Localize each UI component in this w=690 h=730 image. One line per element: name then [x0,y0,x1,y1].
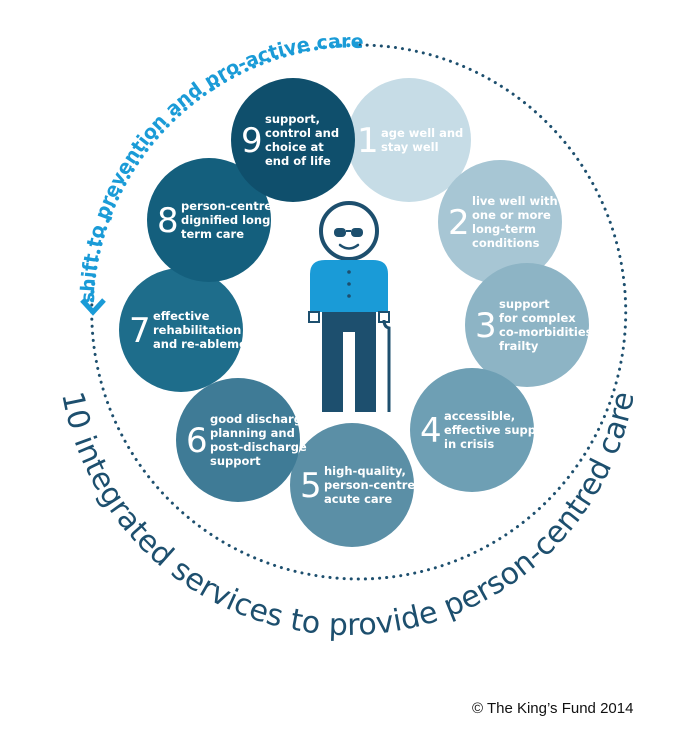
service-label-line: frailty [499,339,539,353]
service-label-line: conditions [472,236,540,250]
service-number: 6 [186,421,208,461]
service-label-line: person-centred, [181,199,285,213]
service-label-line: support, [265,112,320,126]
elderly-person-icon [308,201,391,412]
service-circle-shape [347,78,471,202]
service-label-line: and re-ablement [153,337,261,351]
service-label-line: choice at [265,140,324,154]
service-number: 1 [357,121,379,161]
service-label-line: dignified long- [181,213,275,227]
service-circle-shape [119,268,243,392]
service-number: 5 [300,466,322,506]
service-number: 2 [448,203,470,243]
service-circle-shape [290,423,414,547]
service-circle-shape [438,160,562,284]
service-label-line: rehabilitation [153,323,241,337]
service-label-line: support [499,297,550,311]
service-label-line: good discharge [210,412,310,426]
service-label-line: stay well [381,140,439,154]
service-label-line: for complex [499,311,576,325]
service-circle-shape [147,158,271,282]
service-label-line: acute care [324,492,392,506]
service-label-line: in crisis [444,437,494,451]
service-circle-shape [231,78,355,202]
dotted-ring [90,43,628,581]
service-label-line: effective [153,309,210,323]
service-circle-shape [176,378,300,502]
prevention-arrow-icon [80,298,106,316]
service-label-line: end of life [265,154,331,168]
service-number: 4 [420,411,442,451]
service-label-line: term care [181,227,244,241]
service-number: 8 [157,201,179,241]
service-label-line: support [210,454,261,468]
service-number: 3 [475,306,497,346]
service-label-line: co-morbidities/ [499,325,597,339]
service-number: 9 [241,121,263,161]
service-label-line: long-term [472,222,536,236]
service-label-line: effective support [444,423,556,437]
service-label-line: one or more [472,208,551,222]
copyright-notice: © The King’s Fund 2014 [472,700,634,717]
service-label-line: live well with [472,194,558,208]
service-label-line: person-centred [324,478,423,492]
service-label-line: age well and [381,126,463,140]
service-label-line: accessible, [444,409,515,423]
service-number: 7 [129,311,151,351]
service-label-line: control and [265,126,339,140]
service-circle-shape [465,263,589,387]
service-label-line: post-discharge [210,440,307,454]
service-label-line: planning and [210,426,295,440]
service-label-line: high-quality, [324,464,406,478]
service-circle-shape [410,368,534,492]
prevention-arc [90,42,362,302]
